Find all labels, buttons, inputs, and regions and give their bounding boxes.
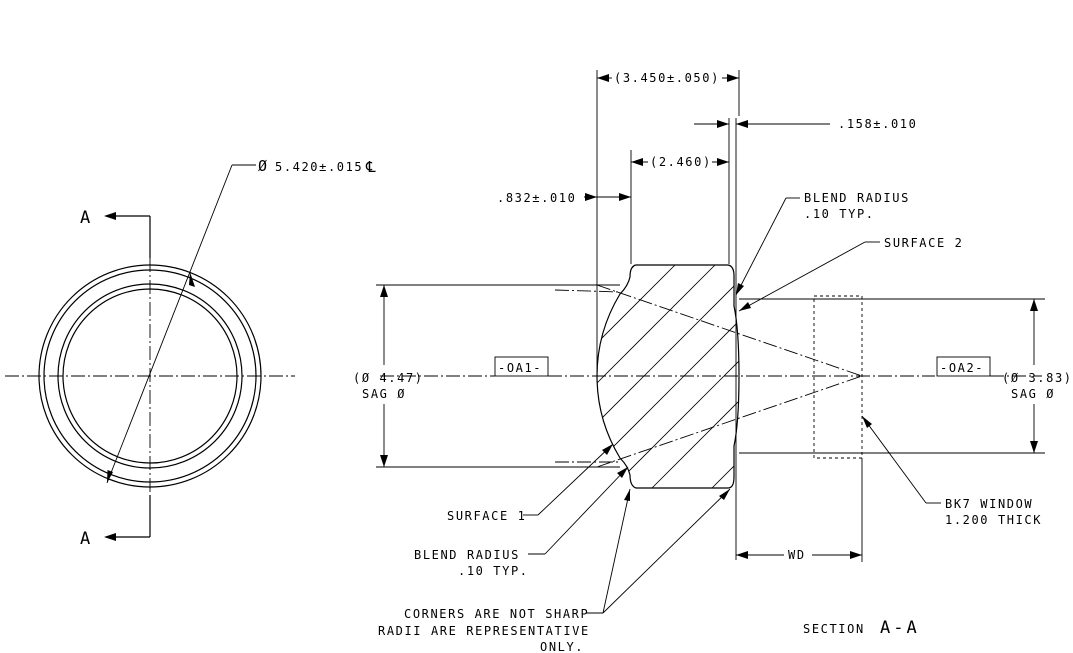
section-arrow-top: [104, 212, 116, 220]
window-thickness-dimension: .158±.010: [694, 117, 917, 131]
datum-box-left: [494, 356, 549, 377]
inner-dimension: (2.460): [631, 155, 729, 169]
section-letter-top: A: [80, 208, 90, 228]
blend-radius-top-line2: .10 TYP.: [804, 207, 875, 221]
blend-radius-top-callout: BLEND RADIUS .10 TYP.: [735, 191, 910, 296]
surface-1-callout: SURFACE 1: [447, 443, 614, 523]
inner-dimension-text: (2.460): [650, 155, 712, 169]
blend-radius-bottom-callout: BLEND RADIUS .10 TYP.: [414, 466, 629, 578]
datum-right-text: -OA2-: [940, 361, 984, 375]
section-arrow-bottom: [104, 533, 116, 541]
edge-dimension: .832±.010: [497, 191, 631, 205]
inner-circle: [57, 283, 243, 469]
window-line1: BK7 WINDOW: [945, 497, 1033, 511]
sag-left-dimension: (Ø 4.47) SAG Ø: [353, 285, 424, 467]
surface-2-callout: SURFACE 2: [738, 236, 963, 312]
lens-outline: [596, 264, 740, 489]
surface-1-text: SURFACE 1: [447, 509, 526, 523]
ray-top: [596, 284, 863, 377]
ray-bottom: [596, 375, 863, 468]
diameter-dimension-text: 5.420±.015: [275, 160, 363, 174]
section-title: SECTION: [803, 622, 865, 636]
note-line3: ONLY.: [540, 640, 584, 653]
note-line2: RADII ARE REPRESENTATIVE: [378, 624, 590, 638]
wd-label: WD: [788, 548, 806, 562]
lens-hatching: [597, 265, 739, 488]
outer-circle-inner-edge: [43, 269, 257, 483]
note-line1: CORNERS ARE NOT SHARP: [404, 607, 589, 621]
diameter-symbol: Ø: [258, 157, 267, 175]
bk7-window: [813, 295, 863, 459]
blend-radius-bottom-line1: BLEND RADIUS: [414, 548, 520, 562]
overall-length-dimension: (3.450±.050): [597, 71, 739, 85]
inner-circle-inner-edge: [62, 288, 238, 464]
sag-left-value: (Ø 4.47): [353, 371, 424, 385]
sag-right-label: SAG Ø: [1011, 387, 1055, 401]
section-view: (3.450±.050) .158±.010 (2.460) .832±.010: [353, 70, 1073, 653]
surface-2-text: SURFACE 2: [884, 236, 963, 250]
datum-left-text: -OA1-: [498, 361, 542, 375]
blend-radius-top-line1: BLEND RADIUS: [804, 191, 910, 205]
sag-right-value: (Ø 3.83): [1002, 371, 1073, 385]
corners-note-callout: CORNERS ARE NOT SHARP RADII ARE REPRESEN…: [378, 488, 731, 653]
section-id: A-A: [880, 618, 920, 638]
window-line2: 1.200 THICK: [945, 513, 1042, 527]
blend-radius-bottom-line2: .10 TYP.: [458, 564, 529, 578]
window-thickness-text: .158±.010: [838, 117, 917, 131]
sag-left-label: SAG Ø: [362, 387, 406, 401]
front-view: A A Ø 5.420±.015 ℄: [5, 157, 376, 549]
wd-dimension: WD: [736, 548, 862, 562]
centerline-symbol: ℄: [365, 158, 376, 176]
bk7-window-callout: BK7 WINDOW 1.200 THICK: [861, 415, 1042, 527]
datum-box-right: [936, 356, 991, 377]
section-cut-indicator: A A: [80, 208, 151, 549]
sag-right-dimension: (Ø 3.83) SAG Ø: [1002, 299, 1073, 453]
section-letter-bottom: A: [80, 529, 90, 549]
overall-length-text: (3.450±.050): [614, 71, 720, 85]
diameter-dimension: Ø 5.420±.015 ℄: [106, 157, 376, 484]
edge-dimension-text: .832±.010: [497, 191, 576, 205]
outer-circle: [38, 264, 262, 488]
